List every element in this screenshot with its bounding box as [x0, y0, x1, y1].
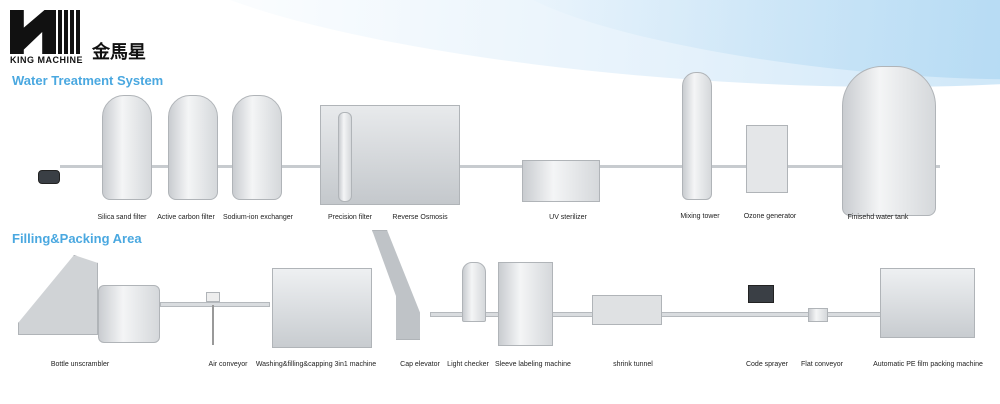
label-reverse-osmosis: Reverse Osmosis — [392, 214, 448, 221]
silica-sand-filter — [102, 95, 152, 200]
label-washing-filling-capping: Washing&filling&capping 3in1 machine — [255, 361, 377, 368]
mixing-tower — [682, 72, 712, 200]
pe-film-packing-machine — [880, 268, 975, 338]
label-sodium-ion-exchanger: Sodium-ion exchanger — [222, 214, 294, 221]
label-shrink-tunnel: shrink tunnel — [613, 361, 653, 368]
air-conveyor — [160, 302, 270, 307]
label-mixing-tower: Mixing tower — [680, 213, 720, 220]
shrink-tunnel — [592, 295, 662, 325]
label-cap-elevator: Cap elevator — [400, 361, 440, 368]
label-uv-sterilizer: UV sterilizer — [549, 214, 587, 221]
code-sprayer — [748, 285, 774, 303]
pump — [38, 170, 60, 184]
bottle-unscrambler — [98, 285, 160, 343]
uv-sterilizer — [522, 160, 600, 202]
air-conveyor-fan — [206, 292, 220, 302]
washing-filling-capping-machine — [272, 268, 372, 348]
label-precision-filter: Precision filter — [328, 214, 372, 221]
finished-water-tank — [842, 66, 936, 216]
logo-mark — [10, 10, 88, 54]
flat-conveyor — [808, 308, 828, 322]
logo-brand-en: KING MACHINE — [10, 55, 83, 65]
filling-packing-title: Filling&Packing Area — [12, 231, 142, 246]
label-silica-sand-filter: Silica sand filter — [97, 214, 147, 221]
cap-elevator — [372, 230, 420, 340]
water-treatment-title: Water Treatment System — [12, 73, 164, 88]
precision-filter — [338, 112, 352, 202]
unscrambler-elevator — [18, 255, 98, 335]
label-air-conveyor: Air conveyor — [208, 361, 248, 368]
conveyor-leg — [212, 305, 214, 345]
water-pipe — [60, 165, 940, 168]
logo-brand-cn: 金馬星 — [92, 42, 146, 63]
label-active-carbon-filter: Active carbon filter — [157, 214, 215, 221]
label-bottle-unscrambler: Bottle unscrambler — [50, 361, 110, 368]
label-pe-film-packing: Automatic PE film packing machine — [873, 361, 983, 368]
label-ozone-generator: Ozone generator — [743, 213, 797, 220]
active-carbon-filter — [168, 95, 218, 200]
label-light-checker: Light checker — [447, 361, 489, 368]
label-finished-water-tank: Finisehd water tank — [847, 214, 909, 221]
label-sleeve-labeling: Sleeve labeling machine — [495, 361, 571, 368]
light-checker — [462, 262, 486, 322]
sleeve-labeling-machine — [498, 262, 553, 346]
label-flat-conveyor: Flat conveyor — [800, 361, 844, 368]
label-code-sprayer: Code sprayer — [745, 361, 789, 368]
logo: KING MACHINE — [10, 10, 88, 65]
sodium-ion-exchanger — [232, 95, 282, 200]
ozone-generator — [746, 125, 788, 193]
